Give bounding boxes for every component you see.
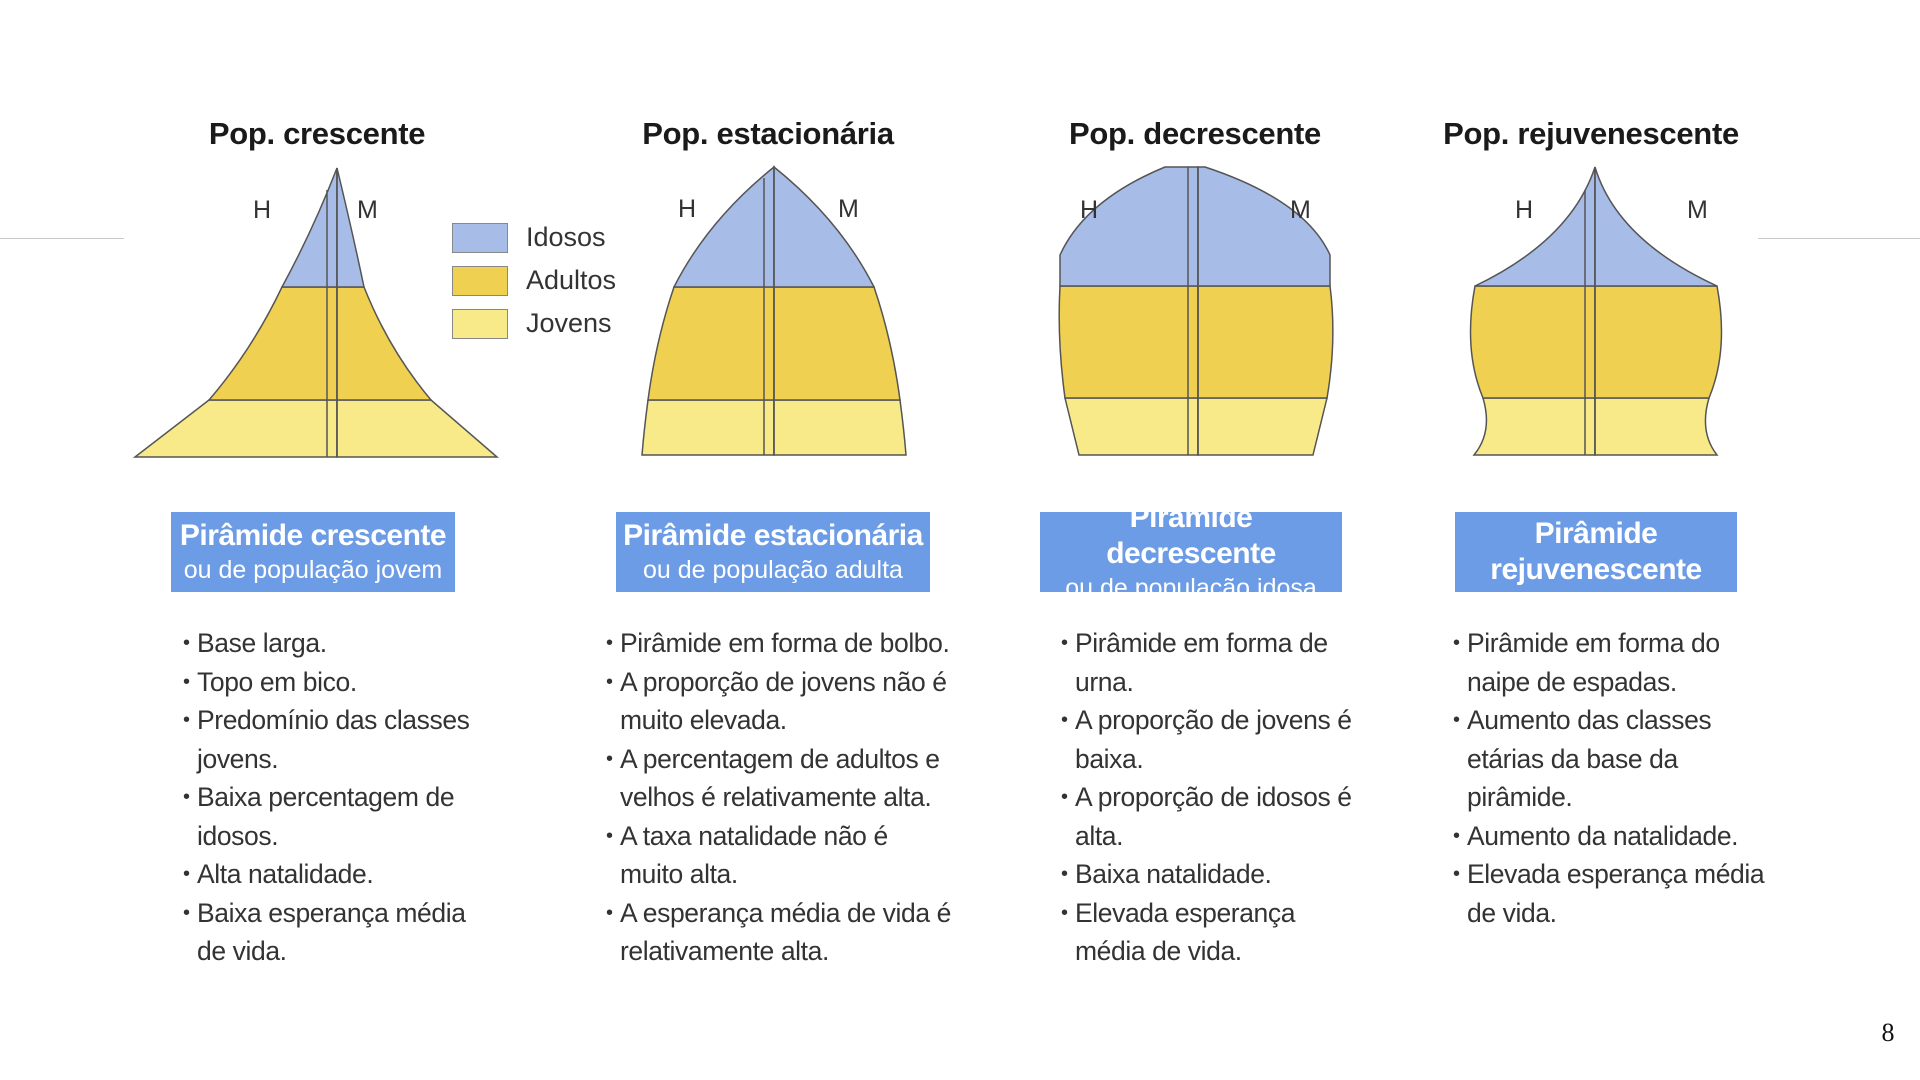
idosos-band <box>1474 166 1596 287</box>
idosos-band <box>1197 166 1331 287</box>
adultos-band <box>207 286 338 401</box>
jovens-band <box>132 399 338 458</box>
pyramid-title: Pop. decrescente <box>1069 116 1321 151</box>
pyramid-rejuvenescente-diagram: H M <box>1469 166 1723 456</box>
list-item: A percentagem de adultos e velhos é rela… <box>606 740 956 817</box>
adultos-band <box>1594 285 1723 399</box>
idosos-band <box>280 167 338 288</box>
list-item: Topo em bico. <box>183 663 483 702</box>
list-item: A esperança média de vida é relativament… <box>606 894 956 971</box>
characteristics-list: Base larga. Topo em bico. Predomínio das… <box>183 624 483 971</box>
legend-label: Idosos <box>526 222 606 252</box>
list-item: Baixa esperança média de vida. <box>183 894 483 971</box>
adultos-band <box>1469 285 1596 399</box>
adultos-band <box>647 286 775 401</box>
adultos-band <box>773 286 901 401</box>
pyramid-type-subtitle: ou de população adulta <box>643 556 903 584</box>
list-item: Pirâmide em forma de bolbo. <box>606 624 956 663</box>
pyramid-type-title: Pirâmide crescente <box>179 519 447 552</box>
axis-label-h: H <box>678 195 696 223</box>
decorative-rule-left <box>0 238 124 239</box>
axis-label-m: M <box>838 195 859 223</box>
axis-label-m: M <box>1290 196 1311 224</box>
legend-label: Adultos <box>526 265 617 295</box>
axis-label-m: M <box>357 196 378 224</box>
list-item: A taxa natalidade não é muito alta. <box>606 817 956 894</box>
list-item: A proporção de idosos é alta. <box>1061 778 1361 855</box>
panel-estacionaria: Pop. estacionária H M Pirâmide estacioná… <box>578 110 958 990</box>
panel-crescente: Pop. crescente H M Pirâmide crescente ou… <box>127 110 507 990</box>
legend-item-adultos: Adultos <box>452 259 616 302</box>
idosos-band <box>336 167 365 288</box>
pyramid-type-box: Pirâmide rejuvenescente <box>1455 512 1737 592</box>
jovens-band <box>1594 397 1719 456</box>
list-item: Baixa percentagem de idosos. <box>183 778 483 855</box>
legend: Idosos Adultos Jovens <box>452 216 616 345</box>
pyramid-title: Pop. rejuvenescente <box>1443 116 1739 151</box>
decorative-rule-right <box>1758 238 1920 239</box>
idosos-band <box>1059 166 1199 287</box>
list-item: Aumento da natalidade. <box>1453 817 1773 856</box>
adultos-band <box>1058 285 1199 399</box>
pyramid-type-box: Pirâmide crescente ou de população jovem <box>171 512 455 592</box>
pyramid-title: Pop. crescente <box>208 116 426 151</box>
characteristics-list: Pirâmide em forma de bolbo. A proporção … <box>606 624 956 971</box>
idosos-band <box>672 165 775 288</box>
list-item: Aumento das classes etárias da base da p… <box>1453 701 1773 817</box>
list-item: A proporção de jovens não é muito elevad… <box>606 663 956 740</box>
list-item: Pirâmide em forma de urna. <box>1061 624 1361 701</box>
pyramid-type-title: Pirâmide rejuvenescente <box>1490 517 1702 586</box>
list-item: Predomínio das classes jovens. <box>183 701 483 778</box>
pyramid-title: Pop. estacionária <box>642 116 894 151</box>
legend-item-idosos: Idosos <box>452 216 616 259</box>
jovens-band <box>1064 397 1199 456</box>
pyramid-estacionaria-diagram: H M <box>641 165 907 456</box>
axis-label-h: H <box>1515 196 1533 224</box>
adultos-band <box>1197 285 1334 399</box>
pyramid-type-title: Pirâmide decrescente <box>1106 501 1276 570</box>
adultos-band <box>336 286 433 401</box>
axis-label-h: H <box>253 196 271 224</box>
legend-item-jovens: Jovens <box>452 302 616 345</box>
pyramid-type-subtitle: ou de população jovem <box>183 556 443 584</box>
idosos-band <box>1594 166 1718 287</box>
axis-label-h: H <box>1080 196 1098 224</box>
legend-label: Jovens <box>526 308 612 338</box>
jovens-band <box>641 399 775 456</box>
jovens-band <box>1197 397 1328 456</box>
pyramid-decrescente-diagram: H M <box>1058 166 1334 456</box>
pyramid-type-box: Pirâmide estacionária ou de população ad… <box>616 512 930 592</box>
pyramid-type-title: Pirâmide estacionária <box>623 519 923 552</box>
panel-decrescente: Pop. decrescente H M Pirâmide decrescent… <box>1005 110 1385 990</box>
list-item: Elevada esperança média de vida. <box>1453 855 1773 932</box>
jovens-band <box>773 399 907 456</box>
list-item: A proporção de jovens é baixa. <box>1061 701 1361 778</box>
characteristics-list: Pirâmide em forma do naipe de espadas. A… <box>1453 624 1773 932</box>
characteristics-list: Pirâmide em forma de urna. A proporção d… <box>1061 624 1361 971</box>
pyramid-type-box: Pirâmide decrescente ou de população ido… <box>1040 501 1342 602</box>
panel-rejuvenescente: Pop. rejuvenescente H M Pirâmide rejuven… <box>1401 110 1781 990</box>
list-item: Base larga. <box>183 624 483 663</box>
jovens-band <box>1472 397 1596 456</box>
legend-swatch <box>452 265 508 296</box>
list-item: Elevada esperança média de vida. <box>1061 894 1361 971</box>
list-item: Alta natalidade. <box>183 855 483 894</box>
pyramid-type-subtitle: ou de população idosa <box>1065 574 1317 602</box>
idosos-band <box>773 165 876 288</box>
list-item: Baixa natalidade. <box>1061 855 1361 894</box>
page-number: 8 <box>1881 1018 1895 1047</box>
pyramid-crescente-diagram: H M <box>132 167 500 458</box>
jovens-band <box>336 399 500 458</box>
axis-label-m: M <box>1687 196 1708 224</box>
list-item: Pirâmide em forma do naipe de espadas. <box>1453 624 1773 701</box>
legend-swatch <box>452 308 508 339</box>
legend-swatch <box>452 222 508 253</box>
